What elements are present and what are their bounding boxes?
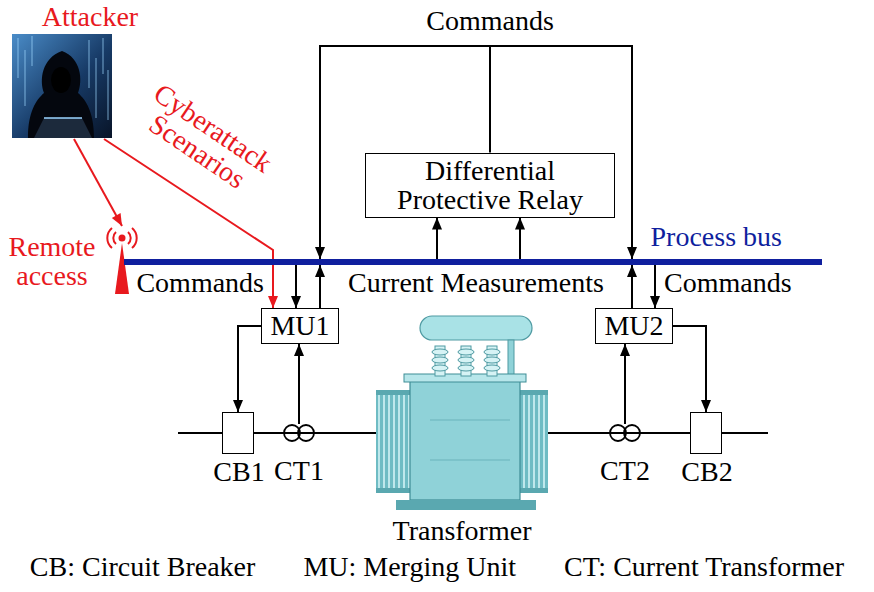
abbreviation-row: CB: Circuit Breaker MU: Merging Unit CT: C… bbox=[0, 552, 874, 581]
arrow-head bbox=[112, 213, 122, 226]
connector bbox=[233, 326, 261, 412]
connector bbox=[74, 139, 122, 226]
connector-line bbox=[238, 326, 261, 412]
command-label: Commands bbox=[136, 268, 264, 297]
connector bbox=[641, 433, 690, 434]
power-line bbox=[283, 432, 315, 434]
circuit-breaker-box: CB1 bbox=[222, 412, 254, 454]
arrow-head bbox=[701, 400, 711, 412]
command-label: Commands bbox=[426, 6, 554, 35]
connector bbox=[432, 218, 442, 260]
abbreviation-note: MU: Merging Unit bbox=[303, 552, 516, 581]
merging-unit-box: MU2 bbox=[595, 308, 673, 344]
connector bbox=[673, 326, 711, 412]
connector bbox=[627, 265, 637, 308]
power-line bbox=[722, 432, 768, 434]
merging-unit-box: MU1 bbox=[261, 308, 339, 344]
arrow-head bbox=[268, 296, 278, 308]
current-transformer-label: CT1 bbox=[274, 456, 324, 485]
connector bbox=[315, 265, 325, 308]
current-transformer-rings bbox=[283, 424, 315, 442]
arrow-head bbox=[515, 218, 525, 230]
arrow-head bbox=[233, 400, 243, 412]
connector bbox=[291, 265, 301, 308]
connector-line bbox=[641, 432, 690, 434]
process-bus-label: Process bus bbox=[651, 222, 782, 251]
attacker-image: Attacker bbox=[12, 34, 112, 138]
ring bbox=[624, 425, 640, 441]
arrow-head bbox=[627, 265, 637, 277]
connector-line bbox=[673, 326, 706, 412]
connector bbox=[315, 46, 637, 259]
connector-line bbox=[74, 139, 122, 226]
ring bbox=[298, 425, 314, 441]
arrow-head bbox=[650, 296, 660, 308]
circuit-breaker-label: CB1 bbox=[213, 457, 264, 486]
attacker-picture bbox=[12, 34, 112, 138]
arrow-head bbox=[620, 344, 630, 356]
current-transformer-label: CT2 bbox=[600, 456, 650, 485]
current-transformer-symbol: CT1 bbox=[283, 424, 315, 442]
arrow-head bbox=[627, 247, 637, 259]
circuit-breaker-box: CB2 bbox=[690, 412, 722, 454]
abbreviation-note: CB: Circuit Breaker bbox=[30, 552, 256, 581]
relay-label: Differential Protective Relay bbox=[390, 156, 590, 215]
arrow-head bbox=[294, 344, 304, 356]
transformer-picture bbox=[376, 316, 548, 510]
arrow-head bbox=[432, 218, 442, 230]
connector bbox=[548, 433, 609, 434]
power-line bbox=[178, 432, 222, 434]
process-bus: Process bus bbox=[124, 259, 822, 265]
arrow-head bbox=[315, 247, 325, 259]
connector-line bbox=[254, 432, 283, 434]
attack-label: Cyberattack Scenarios bbox=[131, 78, 278, 203]
connector bbox=[315, 433, 376, 434]
measurement-label: Current Measurements bbox=[348, 268, 604, 297]
arrow-head bbox=[315, 265, 325, 277]
connector-line bbox=[315, 432, 376, 434]
connector bbox=[620, 344, 630, 424]
connector bbox=[254, 433, 283, 434]
relay-box: Differential Protective Relay bbox=[365, 153, 615, 218]
abbreviation-note: CT: Current Transformer bbox=[564, 552, 844, 581]
power-transformer-image: Transformer bbox=[376, 310, 548, 514]
arrow-head bbox=[291, 296, 301, 308]
connector-line bbox=[548, 432, 609, 434]
transformer-label: Transformer bbox=[393, 516, 532, 545]
connector bbox=[294, 344, 304, 424]
current-transformer-symbol: CT2 bbox=[609, 424, 641, 442]
power-line bbox=[609, 432, 641, 434]
merging-unit-label: MU1 bbox=[270, 311, 329, 340]
connector bbox=[650, 265, 660, 308]
command-label: Commands bbox=[664, 268, 792, 297]
current-transformer-rings bbox=[609, 424, 641, 442]
connector bbox=[515, 218, 525, 260]
remote-access-label: Remote access bbox=[4, 232, 100, 291]
circuit-breaker-label: CB2 bbox=[681, 457, 732, 486]
attacker-label: Attacker bbox=[42, 2, 138, 31]
merging-unit-label: MU2 bbox=[604, 311, 663, 340]
